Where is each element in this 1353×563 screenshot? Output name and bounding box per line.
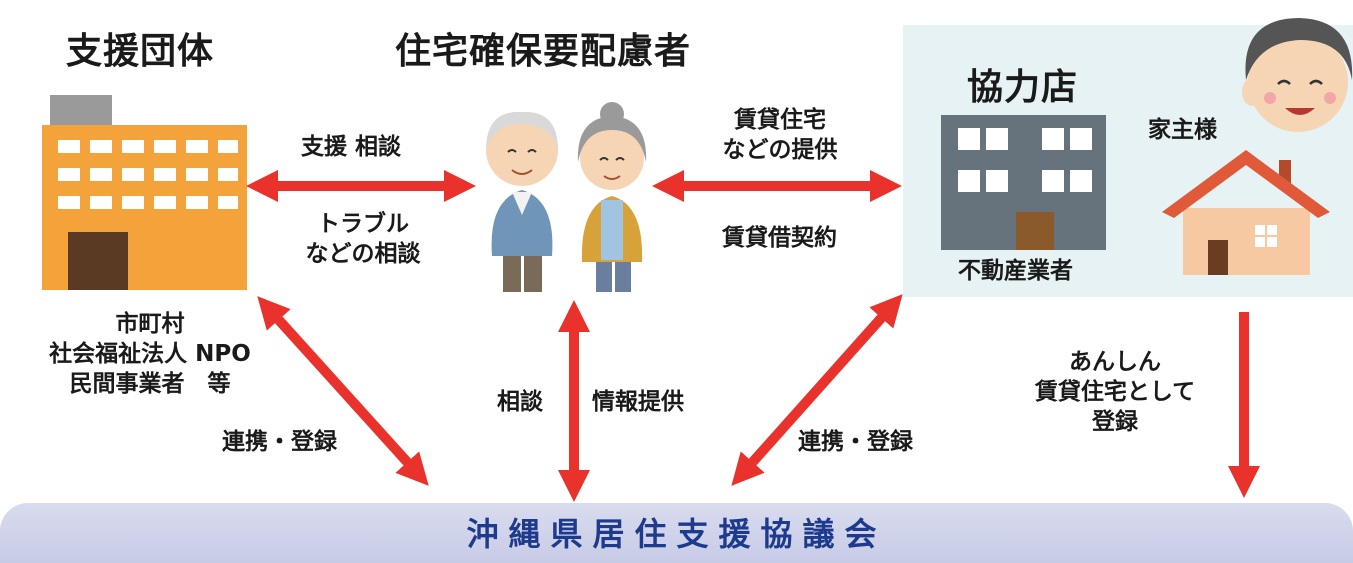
support-org-type-private-business: 民間事業者 等 — [69, 370, 231, 397]
elderly-man-icon — [486, 111, 558, 292]
arrow-partner-council — [731, 294, 903, 486]
council-name: 沖縄県居住支援協議会 — [466, 515, 887, 553]
support-consult-label: 支援 相談 — [301, 134, 402, 160]
info-provision-label: 情報提供 — [592, 389, 684, 415]
collab-register-left-label: 連携・登録 — [222, 429, 337, 455]
real-estate-building-icon — [941, 115, 1106, 250]
partner-shop-heading: 協力店 — [967, 67, 1079, 108]
support-org-type-municipality: 市町村 — [115, 311, 185, 337]
tenants-heading: 住宅確保要配慮者 — [395, 31, 692, 72]
collab-register-right-label: 連携・登録 — [798, 429, 913, 455]
landlord-face-icon — [1242, 18, 1353, 132]
consult-label: 相談 — [497, 389, 543, 415]
trouble-consult-line1: トラブル — [317, 211, 409, 237]
support-org-type-welfare-npo: 社会福祉法人 NPO — [49, 340, 251, 367]
trouble-consult-label: トラブル などの相談 — [268, 210, 458, 270]
real-estate-label: 不動産業者 — [958, 258, 1073, 284]
support-org-building-icon — [42, 95, 247, 290]
anshin-line2: 賃貸住宅として — [1034, 378, 1196, 405]
anshin-register-label: あんしん 賃貸住宅として 登録 — [1005, 348, 1225, 438]
support-org-types: 市町村 社会福祉法人 NPO 民間事業者 等 — [0, 310, 300, 400]
anshin-line1: あんしん — [1069, 349, 1161, 375]
arrow-support-council — [257, 296, 429, 486]
support-org-heading: 支援団体 — [66, 31, 215, 72]
lease-contract-label: 賃貸借契約 — [722, 225, 837, 251]
diagram-graphics — [42, 18, 1353, 503]
landlord-label: 家主様 — [1148, 117, 1217, 143]
house-icon — [1162, 150, 1330, 275]
rental-provision-label: 賃貸住宅 などの提供 — [690, 106, 870, 166]
rental-provision-line1: 賃貸住宅 — [734, 107, 826, 133]
rental-provision-line2: などの提供 — [722, 136, 838, 163]
trouble-consult-line2: などの相談 — [305, 240, 421, 267]
elderly-woman-icon — [577, 102, 647, 292]
anshin-line3: 登録 — [1092, 408, 1138, 435]
